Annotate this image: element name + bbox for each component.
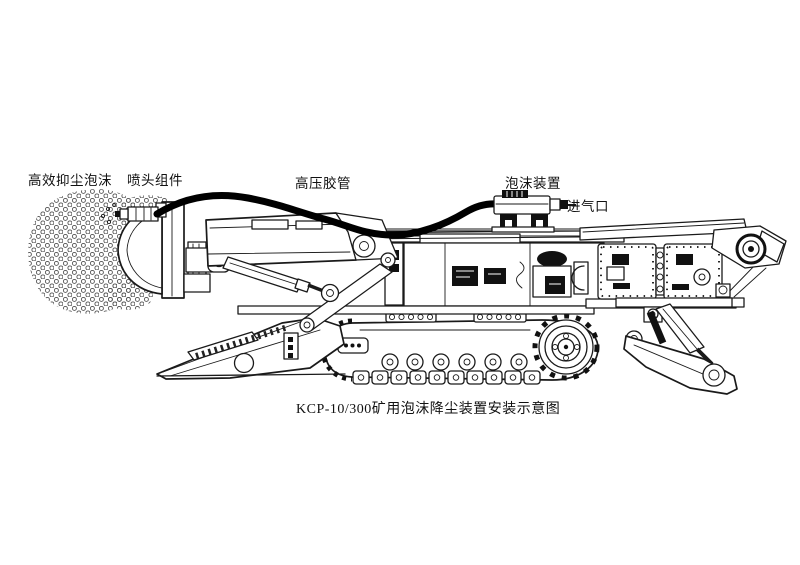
air-inlet-fitting [560, 200, 568, 209]
foam-device-unit [491, 190, 576, 233]
rear-stabilizer [615, 297, 738, 395]
label-nozzle: 喷头组件 [127, 173, 183, 188]
loading-apron [156, 317, 346, 380]
crawler-track [320, 311, 600, 385]
diagram-caption: KCP-10/300矿用泡沫降尘装置安装示意图 [296, 402, 561, 417]
label-foam: 高效抑尘泡沫 [28, 173, 112, 188]
label-device: 泡沫装置 [505, 176, 561, 191]
electrical-cabinets [585, 243, 767, 309]
track-links [352, 370, 541, 385]
cutting-head [117, 201, 211, 299]
drive-sprocket [532, 313, 600, 381]
high-pressure-hose [153, 191, 502, 239]
label-hose: 高压胶管 [295, 176, 351, 191]
boom-cylinder [222, 256, 340, 303]
rear-conveyor-tail [579, 218, 787, 308]
label-inlet: 进气口 [567, 199, 609, 214]
boom-arm [185, 212, 399, 333]
road-wheels [381, 353, 528, 371]
